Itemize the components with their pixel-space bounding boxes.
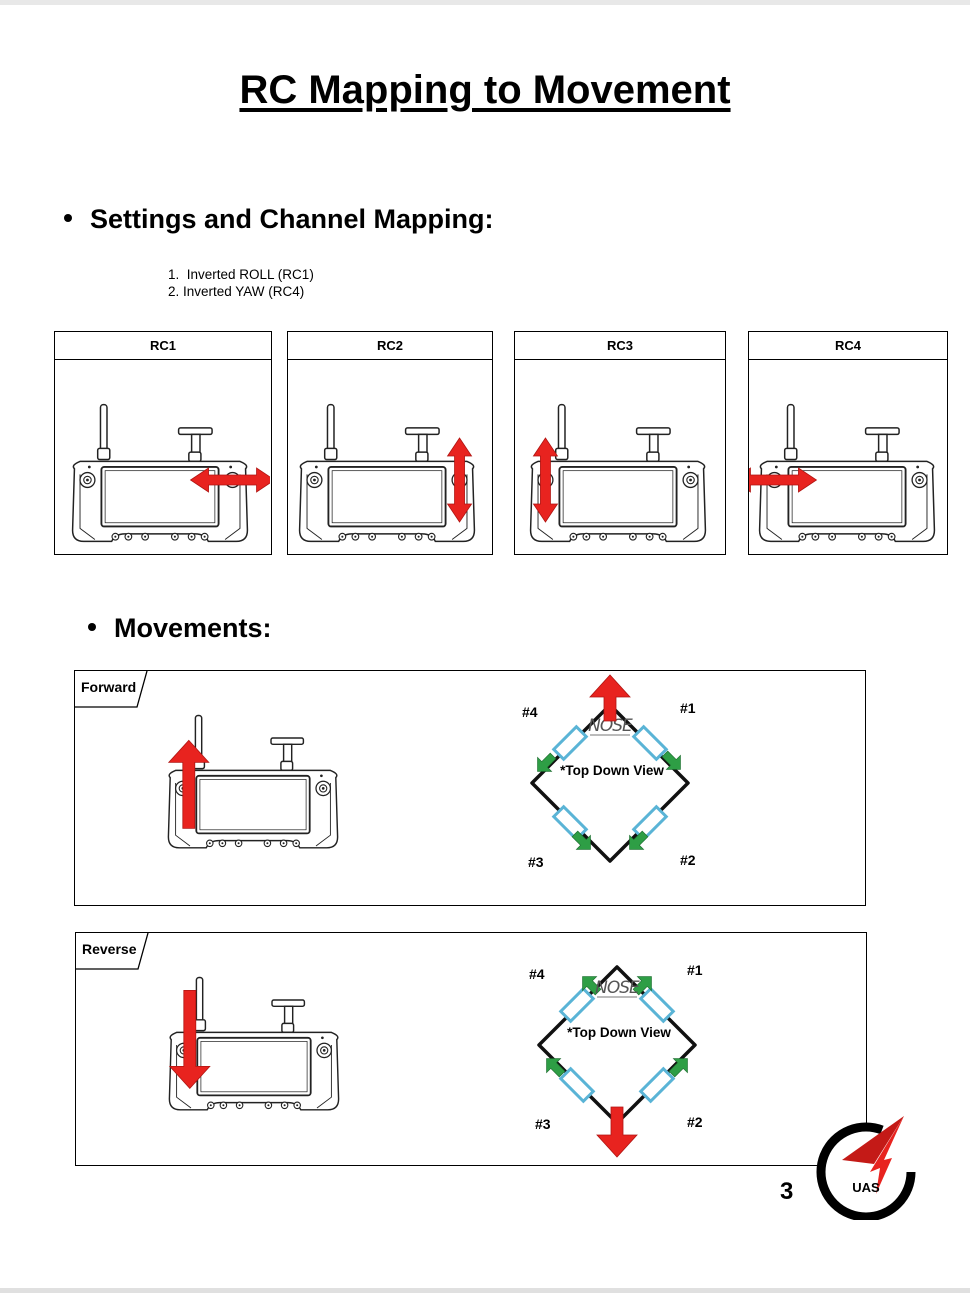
thrust-arrow-icon [571, 830, 591, 850]
nose-label: NOSE [595, 978, 640, 998]
panel-tab [76, 933, 149, 970]
list-item: 1. Inverted ROLL (RC1) [168, 267, 314, 282]
controller-rc1-figure [71, 403, 270, 543]
motor-icon [551, 724, 589, 762]
bottom-border [0, 1288, 970, 1293]
controller-rc3-figure [529, 403, 707, 543]
arrow-down-icon [168, 989, 211, 1089]
rc-panel-rc2: RC2 [287, 331, 493, 555]
arrow-up-icon [589, 674, 631, 722]
motor-icon [638, 986, 676, 1024]
movement-label: Forward [81, 679, 137, 695]
thrust-arrow-icon [629, 830, 649, 850]
page-title: RC Mapping to Movement [239, 68, 731, 112]
list-item-text: Inverted ROLL (RC1) [186, 267, 314, 282]
thrust-arrow-icon [546, 1058, 566, 1078]
thrust-arrow-icon [582, 976, 602, 996]
rc-panel-label: RC2 [288, 332, 492, 360]
list-item: 2. Inverted YAW (RC4) [168, 284, 305, 299]
motor-label: #1 [680, 700, 696, 716]
controller-rc2-figure [298, 403, 476, 543]
bullet-icon [88, 622, 96, 631]
rc-panel-label: RC4 [749, 332, 947, 360]
controller-icon [758, 403, 936, 543]
controller-icon [71, 403, 249, 543]
uas-logo: UAS [816, 1116, 917, 1220]
section-heading-text: Movements: [114, 613, 272, 643]
rc-panel-rc1: RC1 [54, 331, 272, 555]
motor-icon [558, 986, 596, 1024]
rc-panel-label: RC1 [55, 332, 271, 360]
arrow-left-right-icon [189, 467, 270, 493]
page-number: 3 [780, 1178, 794, 1205]
bullet-icon [64, 213, 72, 222]
arrow-up-icon [167, 739, 210, 829]
motor-icon [638, 1066, 676, 1104]
nose-label: NOSE [588, 716, 633, 736]
motor-label: #3 [528, 854, 544, 870]
motor-label: #2 [680, 852, 696, 868]
controller-icon [298, 403, 476, 543]
arrow-left-right-icon [749, 467, 818, 493]
thrust-arrow-icon [537, 752, 557, 772]
rc-panel-rc4: RC4 [748, 331, 948, 555]
section-heading-text: Settings and Channel Mapping: [90, 204, 494, 234]
controller-forward-figure [167, 714, 339, 849]
motor-label: #3 [535, 1116, 551, 1132]
controller-reverse-figure [168, 976, 340, 1111]
rc-panel-label: RC3 [515, 332, 725, 360]
thrust-arrow-icon [632, 976, 652, 996]
section-heading-movements: Movements: [88, 613, 272, 644]
controller-rc4-figure [749, 403, 936, 543]
controller-icon [529, 403, 707, 543]
arrow-up-down-icon [532, 437, 559, 523]
mapping-list: 1. Inverted ROLL (RC1) 2. Inverted YAW (… [168, 266, 314, 300]
panel-tab [75, 671, 148, 708]
arrow-up-down-icon [446, 437, 473, 523]
motor-label: #4 [522, 704, 538, 720]
top-down-caption: *Top Down View [560, 763, 664, 778]
motor-label: #4 [529, 966, 545, 982]
controller-icon [167, 714, 339, 849]
motor-icon [631, 724, 669, 762]
arrow-down-icon [596, 1106, 638, 1158]
list-item-text: Inverted YAW (RC4) [183, 284, 305, 299]
motor-label: #2 [687, 1114, 703, 1130]
rc-panel-rc3: RC3 [514, 331, 726, 555]
top-down-caption: *Top Down View [567, 1025, 671, 1040]
motor-label: #1 [687, 962, 703, 978]
section-heading-settings: Settings and Channel Mapping: [64, 204, 494, 235]
thrust-arrow-icon [668, 1058, 688, 1078]
top-border [0, 0, 970, 5]
controller-icon [168, 976, 340, 1111]
thrust-arrow-icon [661, 750, 681, 770]
movement-label: Reverse [82, 941, 137, 957]
logo-text: UAS [852, 1180, 880, 1195]
motor-icon [558, 1066, 596, 1104]
